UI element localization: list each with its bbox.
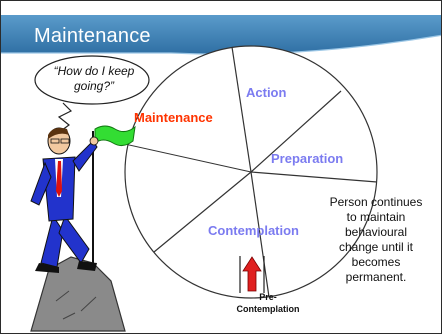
segment-divider (231, 46, 252, 173)
title-banner (1, 1, 441, 61)
stage-label-contemplation: Contemplation (208, 223, 299, 238)
stage-label-action: Action (246, 85, 287, 100)
segment-divider (153, 171, 252, 253)
segment-divider (250, 171, 378, 183)
speech-bubble (34, 55, 150, 134)
explanation-note: Person continues to maintain behavioural… (329, 195, 423, 284)
stage-label-preparation: Preparation (271, 151, 344, 166)
entry-arrow (239, 256, 265, 293)
stage-label-precontemplation: Pre-Contemplation (236, 292, 300, 314)
climber-figure-icon (30, 127, 126, 332)
segment-divider (250, 171, 270, 298)
segment-divider (250, 90, 342, 173)
slide-title: Maintenance (34, 25, 151, 47)
stage-label-maintenance: Maintenance (134, 110, 213, 125)
speech-bubble-text: “How do I keep going?” (53, 64, 135, 93)
